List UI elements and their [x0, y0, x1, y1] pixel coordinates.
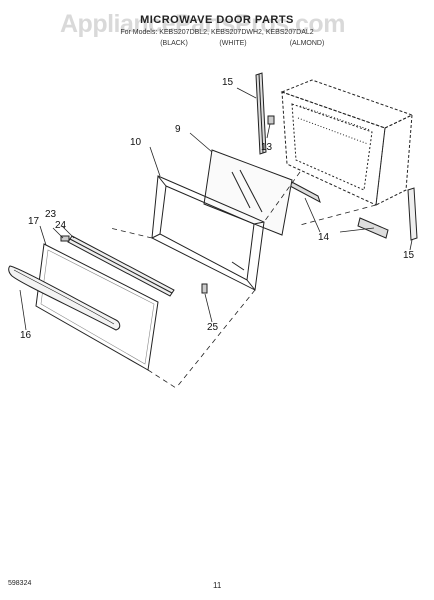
model-numbers: For Models: KEBS207DBL2, KEBS207DWH2, KE…: [120, 29, 314, 36]
callout-24: 24: [55, 220, 67, 231]
callout-10: 10: [130, 137, 142, 148]
callout-23: 23: [45, 209, 57, 220]
outer-door-panel: [35, 243, 159, 371]
callout-15-top: 15: [222, 77, 234, 88]
document-code: 598324: [8, 580, 32, 587]
callout-25: 25: [207, 322, 219, 333]
callout-13: 13: [261, 142, 273, 153]
callout-17: 17: [28, 216, 40, 227]
variant-white: (WHITE): [219, 40, 247, 47]
callout-16: 16: [20, 330, 32, 341]
leader-lines: [19, 87, 413, 331]
assembly-lines: [109, 171, 377, 389]
page-number: 11: [213, 581, 222, 590]
door-handle: [8, 265, 121, 331]
variant-black: (BLACK): [160, 40, 188, 47]
trim-strip-left: [255, 72, 267, 155]
watermark-text: AppliancePartsPros.com: [60, 10, 345, 38]
hinges: [287, 178, 389, 239]
glass-panel: [203, 149, 293, 236]
part-23: [60, 235, 70, 242]
callout-9: 9: [175, 124, 181, 135]
callout-14: 14: [318, 232, 330, 243]
variant-almond: (ALMOND): [289, 40, 325, 47]
callout-15-right: 15: [403, 250, 415, 261]
microwave-cavity: [280, 79, 414, 206]
trim-strip-right: [407, 187, 418, 241]
page-title: MICROWAVE DOOR PARTS: [140, 14, 294, 26]
clip-13: [267, 115, 275, 125]
clip-25: [201, 283, 208, 294]
